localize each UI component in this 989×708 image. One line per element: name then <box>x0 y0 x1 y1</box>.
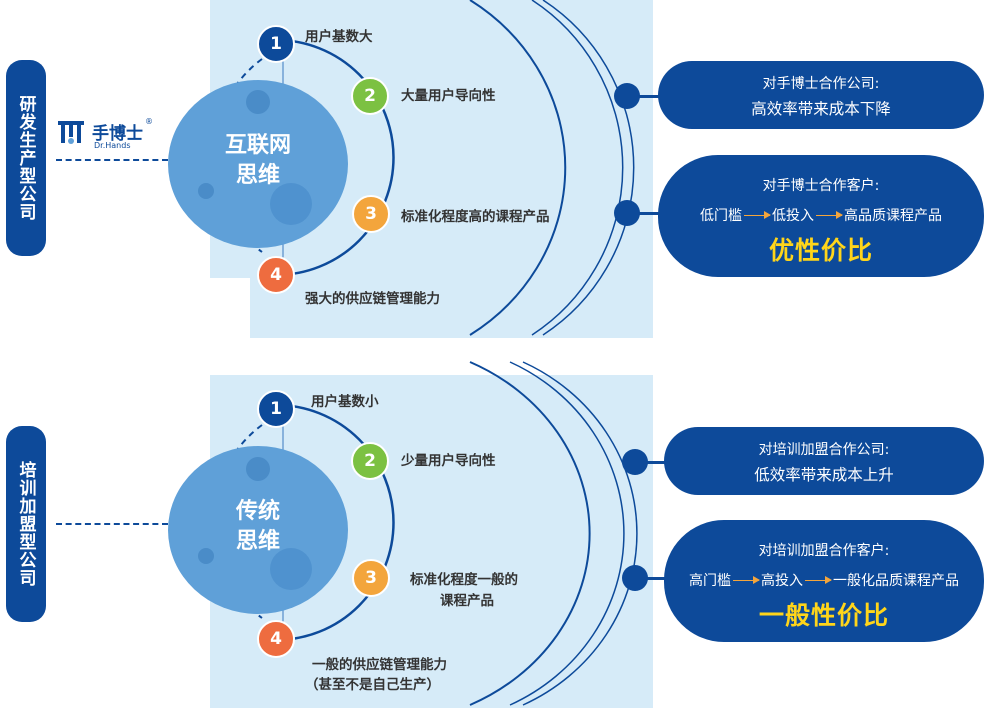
top-circle-title: 互联网 思维 <box>208 131 308 191</box>
top-flow-step-2: 低投入 <box>772 208 814 224</box>
top-panel-lower <box>250 278 653 338</box>
bottom-item-1-number: 1 <box>257 390 295 428</box>
bottom-bubble-2 <box>198 548 214 564</box>
bottom-item-1-label: 用户基数小 <box>311 394 379 410</box>
bottom-item-4-number: 4 <box>257 620 295 658</box>
bottom-big-arc-2 <box>509 361 625 706</box>
bottom-customer-box: 对培训加盟合作客户: 高门槛 高投入 一般化品质课程产品 一般性价比 <box>664 520 984 642</box>
dr-hands-logo: 手博士 ® Dr.Hands <box>56 117 166 155</box>
bottom-dashed-connector <box>56 523 168 525</box>
bottom-circle-title-line1: 传统 <box>235 499 280 524</box>
bottom-customer-box-line1: 对培训加盟合作客户: <box>758 543 890 559</box>
top-company-box-line1: 对手博士合作公司: <box>762 76 880 92</box>
arrow-right-icon <box>733 575 760 584</box>
side-label-top: 研发生产型公司 <box>6 60 46 256</box>
bottom-item-4-label-line2: （甚至不是自己生产） <box>305 677 440 693</box>
bottom-item-3-label-line1: 标准化程度一般的 <box>410 572 518 588</box>
bottom-customer-highlight: 一般性价比 <box>758 601 889 630</box>
bottom-company-dot <box>622 449 648 475</box>
top-big-arc-3 <box>542 0 635 336</box>
top-item-2-number: 2 <box>351 77 389 115</box>
top-item-1-number: 1 <box>257 25 295 63</box>
top-item-4-number: 4 <box>257 256 295 294</box>
bottom-item-2-number: 2 <box>351 442 389 480</box>
top-circle-title-line2: 思维 <box>235 163 280 188</box>
bottom-circle-title: 传统 思维 <box>208 497 308 557</box>
top-bubble-2 <box>198 183 214 199</box>
bottom-big-arc-1 <box>469 361 591 706</box>
arrow-right-icon <box>805 575 832 584</box>
side-label-bottom: 培训加盟型公司 <box>6 426 46 622</box>
bottom-flow-step-2: 高投入 <box>761 573 803 589</box>
bottom-customer-connector <box>644 577 666 580</box>
top-customer-highlight: 优性价比 <box>768 236 873 265</box>
top-item-3-label: 标准化程度高的课程产品 <box>401 209 550 225</box>
top-flow-step-3: 高品质课程产品 <box>844 208 942 224</box>
bottom-item-3-number: 3 <box>352 559 390 597</box>
side-label-bottom-text: 培训加盟型公司 <box>15 461 36 587</box>
top-bubble-3 <box>270 183 312 225</box>
top-circle-title-line1: 互联网 <box>224 133 291 158</box>
bottom-solid-orbit <box>275 403 395 642</box>
logo-mark: ® <box>145 117 153 126</box>
bottom-item-2-label: 少量用户导向性 <box>401 453 496 469</box>
top-customer-dot <box>614 200 640 226</box>
bottom-company-box-line2: 低效率带来成本上升 <box>754 466 894 484</box>
top-big-arc-2 <box>531 0 624 336</box>
bottom-bubble-1 <box>246 457 270 481</box>
top-company-box-line2: 高效率带来成本下降 <box>751 100 891 118</box>
logo-text-en: Dr.Hands <box>94 141 131 150</box>
top-customer-box: 对手博士合作客户: 低门槛 低投入 高品质课程产品 优性价比 <box>658 155 984 277</box>
bottom-company-box: 对培训加盟合作公司: 低效率带来成本上升 <box>664 427 984 495</box>
top-item-4-label: 强大的供应链管理能力 <box>305 291 440 307</box>
top-company-box: 对手博士合作公司: 高效率带来成本下降 <box>658 61 984 129</box>
bottom-flow-step-3: 一般化品质课程产品 <box>833 573 959 589</box>
bottom-flow-step-1: 高门槛 <box>689 573 731 589</box>
top-customer-box-line1: 对手博士合作客户: <box>762 178 880 194</box>
arrow-right-icon <box>744 210 771 219</box>
arrow-right-icon <box>816 210 843 219</box>
top-bubble-1 <box>246 90 270 114</box>
bottom-item-4-label-line1: 一般的供应链管理能力 <box>312 657 447 673</box>
side-label-top-text: 研发生产型公司 <box>15 95 36 221</box>
top-flow-step-1: 低门槛 <box>700 208 742 224</box>
hands-logo-icon <box>58 121 84 144</box>
top-item-3-number: 3 <box>352 195 390 233</box>
top-dashed-connector <box>56 159 168 161</box>
bottom-bubble-3 <box>270 548 312 590</box>
top-item-2-label: 大量用户导向性 <box>401 88 496 104</box>
top-customer-connector <box>636 212 660 215</box>
top-big-arc-1 <box>469 0 567 336</box>
logo-text-cn: 手博士 <box>92 124 143 144</box>
top-solid-orbit <box>275 38 395 277</box>
bottom-company-box-line1: 对培训加盟合作公司: <box>758 442 890 458</box>
top-customer-flow: 低门槛 低投入 高品质课程产品 <box>658 205 984 225</box>
bottom-item-3-label-line2: 课程产品 <box>440 593 494 609</box>
bottom-big-arc-3 <box>522 361 638 706</box>
top-item-1-label: 用户基数大 <box>305 29 373 45</box>
bottom-circle-title-line2: 思维 <box>235 529 280 554</box>
top-company-connector <box>636 95 660 98</box>
bottom-company-connector <box>644 461 666 464</box>
bottom-customer-dot <box>622 565 648 591</box>
top-company-dot <box>614 83 640 109</box>
bottom-customer-flow: 高门槛 高投入 一般化品质课程产品 <box>664 570 984 590</box>
